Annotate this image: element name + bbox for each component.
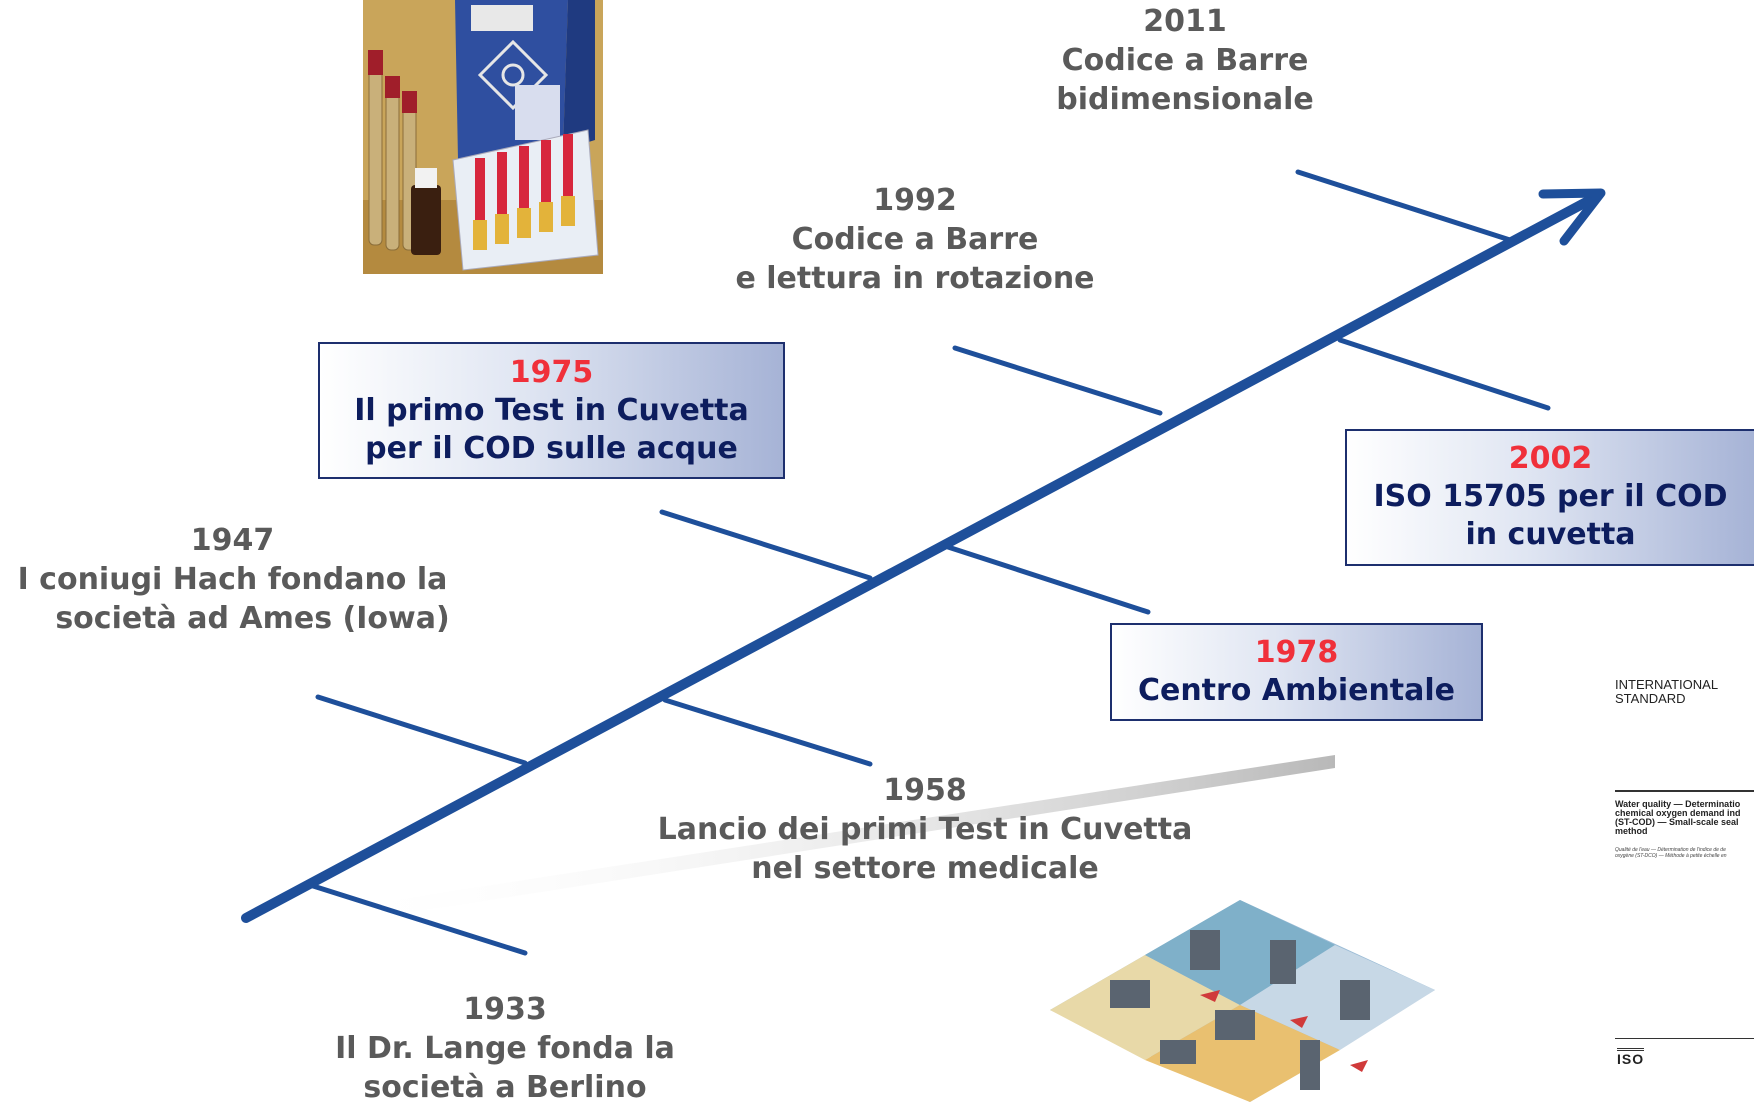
milestone-1947: 1947 I coniugi Hach fondano la società a… — [0, 521, 465, 638]
tick-1992 — [952, 345, 1163, 416]
milestone-2011: 2011 Codice a Barre bidimensionale — [1035, 2, 1335, 119]
milestone-1933: 1933 Il Dr. Lange fonda la società a Ber… — [315, 990, 695, 1107]
tick-1975 — [659, 509, 873, 581]
milestone-text: per il COD sulle acque — [365, 431, 738, 466]
iso-doc-title: Water quality — Determinatio chemical ox… — [1615, 799, 1741, 836]
iso-doc-subtitle: Qualité de l'eau — Détermination de l'in… — [1615, 847, 1727, 859]
milestone-2002-box: 2002 ISO 15705 per il COD in cuvetta — [1345, 429, 1754, 566]
milestone-text: I coniugi Hach fondano la — [17, 562, 448, 597]
laboratory-plant-illustration — [1050, 890, 1435, 1102]
milestone-text: in cuvetta — [1465, 517, 1636, 552]
milestone-year: 1978 — [1254, 635, 1339, 670]
iso-doc-rule — [1615, 790, 1754, 792]
cuvette-kit-photo — [363, 0, 603, 274]
axis-arrowhead — [1538, 188, 1606, 246]
tick-1933 — [307, 882, 528, 956]
iso-doc-rule-bottom — [1615, 1038, 1754, 1039]
milestone-text: Il Dr. Lange fonda la — [335, 1031, 675, 1066]
iso-logo: ISO — [1617, 1048, 1645, 1067]
milestone-text: società ad Ames (Iowa) — [55, 601, 450, 636]
milestone-text: bidimensionale — [1056, 82, 1314, 117]
milestone-text: Il primo Test in Cuvetta — [354, 393, 749, 428]
milestone-ticks — [307, 169, 1551, 956]
milestone-year: 1947 — [190, 523, 275, 558]
timeline-axis — [241, 188, 1606, 923]
iso-standard-document: INTERNATIONAL STANDARD Water quality — D… — [1607, 640, 1754, 1102]
milestone-text: ISO 15705 per il COD — [1373, 479, 1728, 514]
milestone-year: 2002 — [1508, 441, 1593, 476]
milestone-1958: 1958 Lancio dei primi Test in Cuvetta ne… — [620, 771, 1230, 888]
axis-shadow — [330, 755, 1335, 925]
milestone-1978-box: 1978 Centro Ambientale — [1110, 623, 1483, 721]
tick-1978 — [945, 544, 1151, 615]
milestone-year: 1958 — [883, 773, 967, 808]
iso-doc-header: INTERNATIONAL STANDARD — [1615, 677, 1719, 706]
milestone-text: Codice a Barre — [791, 222, 1039, 257]
milestone-year: 2011 — [1143, 4, 1227, 39]
milestone-text: Codice a Barre — [1061, 43, 1309, 78]
milestone-year: 1992 — [873, 183, 957, 218]
tick-2002 — [1337, 337, 1551, 411]
tick-2011 — [1295, 169, 1513, 243]
milestone-year: 1975 — [509, 355, 594, 390]
milestone-1992: 1992 Codice a Barre e lettura in rotazio… — [715, 181, 1115, 298]
milestone-text: e lettura in rotazione — [735, 261, 1095, 296]
milestone-text: nel settore medicale — [751, 851, 1099, 886]
milestone-year: 1933 — [463, 992, 547, 1027]
tick-1958 — [662, 697, 873, 767]
milestone-1975-box: 1975 Il primo Test in Cuvetta per il COD… — [318, 342, 785, 479]
milestone-text: Centro Ambientale — [1137, 673, 1456, 708]
milestone-text: società a Berlino — [363, 1070, 647, 1105]
milestone-text: Lancio dei primi Test in Cuvetta — [657, 812, 1193, 847]
tick-1947 — [315, 694, 528, 766]
